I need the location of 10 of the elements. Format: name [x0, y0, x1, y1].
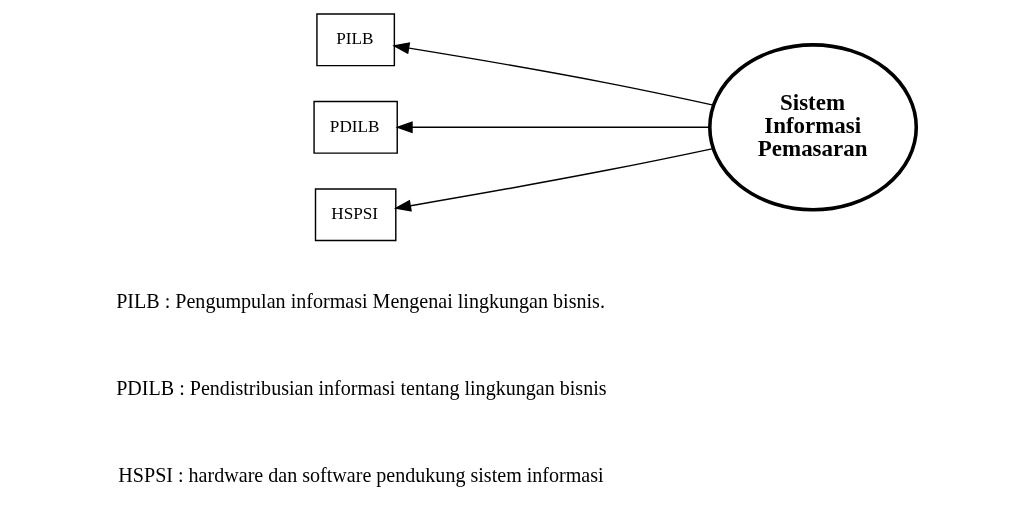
label: PDILB : Pendistribusian informasi tentang lingkungan bisnis: [116, 377, 607, 399]
label: HSPSI : hardware dan software pendukung sistem informasi: [118, 464, 604, 487]
arrow: [393, 147, 714, 212]
arrow: [392, 42, 714, 106]
node-box: HSPSI: [314, 188, 397, 242]
label: PILB : Pengumpulan informasi Mengenai lingkungan bisnis.: [116, 289, 605, 312]
node-box: PILB: [316, 13, 396, 67]
arrow: [395, 121, 711, 134]
node-box: PDILB: [313, 100, 398, 154]
node-ellipse: Sistem Informasi Pemasaran: [708, 43, 919, 212]
